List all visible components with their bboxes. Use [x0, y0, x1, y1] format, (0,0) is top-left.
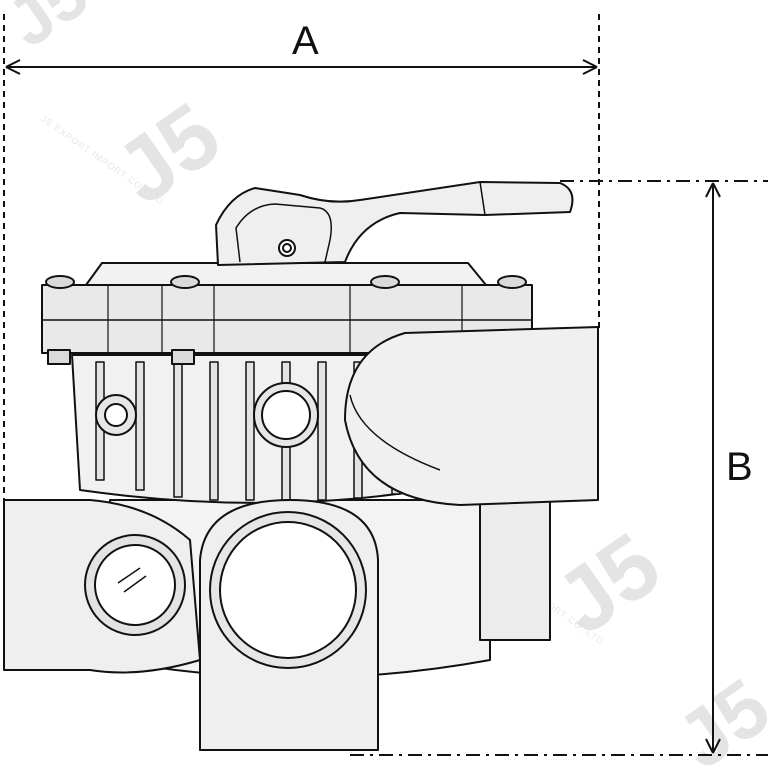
dimension-b — [350, 180, 768, 756]
valve-handle — [215, 181, 574, 266]
dimension-b-label: B — [726, 445, 753, 489]
flange-bolts — [45, 275, 527, 365]
svg-text:J5: J5 — [661, 662, 768, 768]
multiport-valve — [3, 181, 599, 751]
svg-text:J5: J5 — [99, 85, 238, 224]
right-outlet-pipe — [344, 326, 599, 506]
dimension-a — [3, 14, 600, 500]
svg-text:J5: J5 — [539, 515, 678, 654]
dimension-a-label: A — [292, 19, 319, 63]
top-cap — [85, 262, 487, 286]
svg-text:J5: J5 — [0, 0, 102, 62]
